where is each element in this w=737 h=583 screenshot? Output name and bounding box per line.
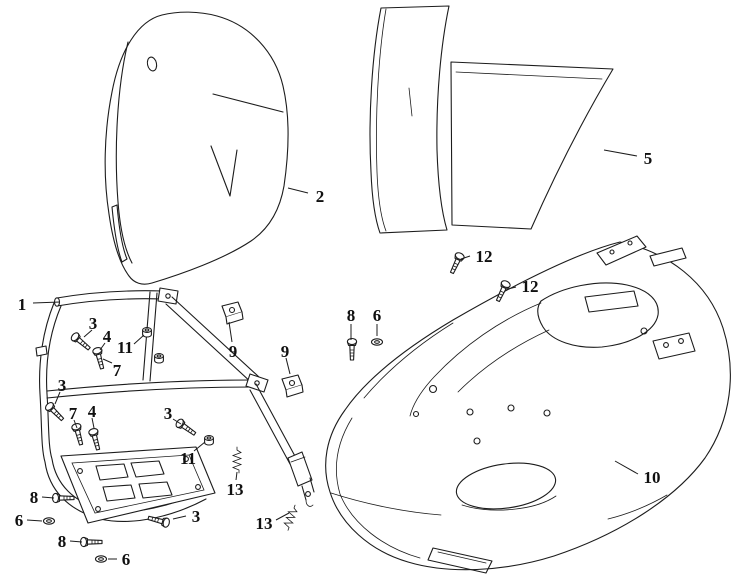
- fairing-top-bracket: [596, 235, 647, 266]
- part-label-4-2: 4: [88, 402, 97, 421]
- part-label-1: 1: [18, 295, 27, 314]
- vent-slot: [427, 547, 493, 574]
- bolt-icon: [79, 536, 103, 548]
- fairing-side-plate: [652, 332, 696, 360]
- part-label-12-2: 12: [522, 277, 539, 296]
- bolt-icon: [51, 492, 75, 504]
- part-label-4-1: 4: [103, 327, 112, 346]
- bolt-icon: [87, 427, 104, 452]
- part-label-11-1: 11: [117, 338, 133, 357]
- part-label-9-1: 9: [229, 342, 238, 361]
- floor-panel: [60, 446, 216, 524]
- spring-screw-icon: [232, 446, 242, 474]
- part-label-13-1: 13: [227, 480, 244, 499]
- part-label-6-2: 6: [15, 511, 24, 530]
- part-label-2: 2: [316, 187, 325, 206]
- bolt-icon: [146, 512, 171, 529]
- part-label-9-2: 9: [281, 342, 290, 361]
- part-label-8-1: 8: [347, 306, 356, 325]
- hinge-bracket-icon: [221, 301, 244, 325]
- part-label-13-2: 13: [256, 514, 273, 533]
- hinge-bracket-icon: [281, 374, 304, 398]
- mount-hole: [428, 384, 438, 394]
- part-label-12-1: 12: [476, 247, 493, 266]
- part-label-10: 10: [644, 468, 661, 487]
- bolt-icon: [346, 337, 358, 361]
- part-label-3-1: 3: [89, 314, 98, 333]
- part-label-3-3: 3: [164, 404, 173, 423]
- part-label-7-2: 7: [69, 404, 78, 423]
- washer-icon: [370, 338, 384, 346]
- front-cover-panel: [104, 11, 289, 285]
- nut-icon: [154, 353, 164, 364]
- bolt-icon: [70, 422, 87, 447]
- part-label-8-2: 8: [30, 488, 39, 507]
- bolt-icon: [43, 400, 67, 424]
- stay-strut: [249, 383, 315, 507]
- part-label-6-3: 6: [122, 550, 131, 569]
- part-label-11-2: 11: [180, 449, 196, 468]
- headlight-opening: [455, 462, 557, 510]
- part-label-6-1: 6: [373, 306, 382, 325]
- front-fairing-panel: [325, 235, 731, 574]
- part-label-8-3: 8: [58, 532, 67, 551]
- part-label-5: 5: [644, 149, 653, 168]
- part-label-3-4: 3: [192, 507, 201, 526]
- bolt-icon: [493, 278, 512, 304]
- windshield-rear-sheet: [450, 61, 614, 230]
- leader-lines: [26, 149, 639, 560]
- bolt-icon: [447, 250, 466, 276]
- windshield-panels: [369, 5, 614, 234]
- bolt-icon: [174, 417, 199, 439]
- floor-frame-assembly: [35, 287, 315, 524]
- washer-icon: [94, 555, 108, 563]
- cover-mount-hole: [146, 56, 158, 72]
- part-label-3-2: 3: [58, 376, 67, 395]
- dashboard-recess: [537, 282, 659, 348]
- part-label-7-1: 7: [113, 361, 122, 380]
- washer-icon: [42, 517, 56, 525]
- nut-icon: [204, 435, 214, 446]
- windshield-front-sheet: [369, 5, 450, 234]
- callout-labels: 1 2 3 4 11 7 3 7 4 3 11 9 9 13 13 3 8 6 …: [15, 149, 661, 569]
- bolt-icon: [69, 330, 93, 353]
- spring-screw-icon: [281, 503, 300, 532]
- bolt-icon: [91, 346, 108, 371]
